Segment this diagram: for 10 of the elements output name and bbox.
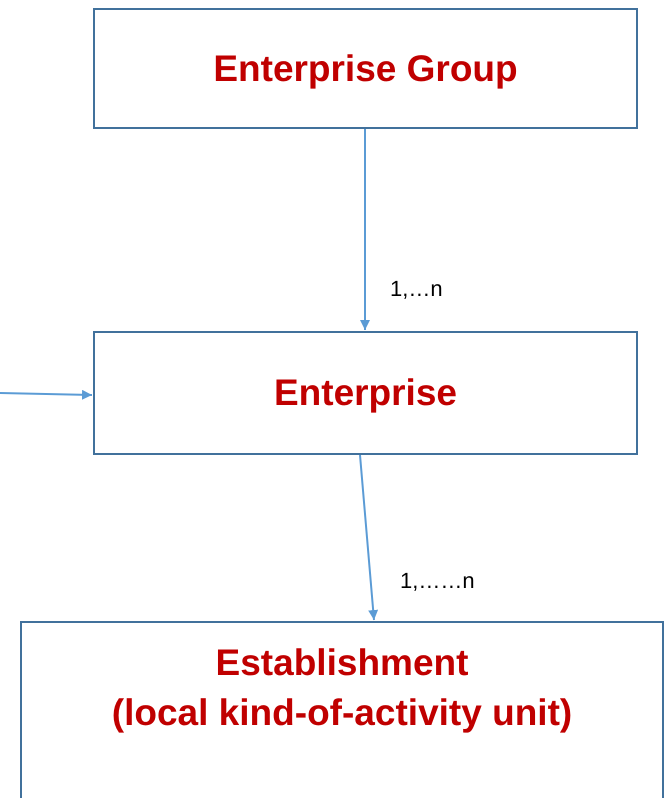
entity-box [93,331,638,455]
entity-name: Enterprise Group [213,46,518,91]
entity-box [20,621,664,798]
entity-box [93,8,638,129]
arrow [0,390,92,400]
arrow [360,129,370,330]
entity-name: Enterprise [274,371,457,416]
arrow [359,454,378,620]
entity-name: (local kind-of-activity unit) [112,691,572,735]
entity-name: Establishment [216,641,468,686]
